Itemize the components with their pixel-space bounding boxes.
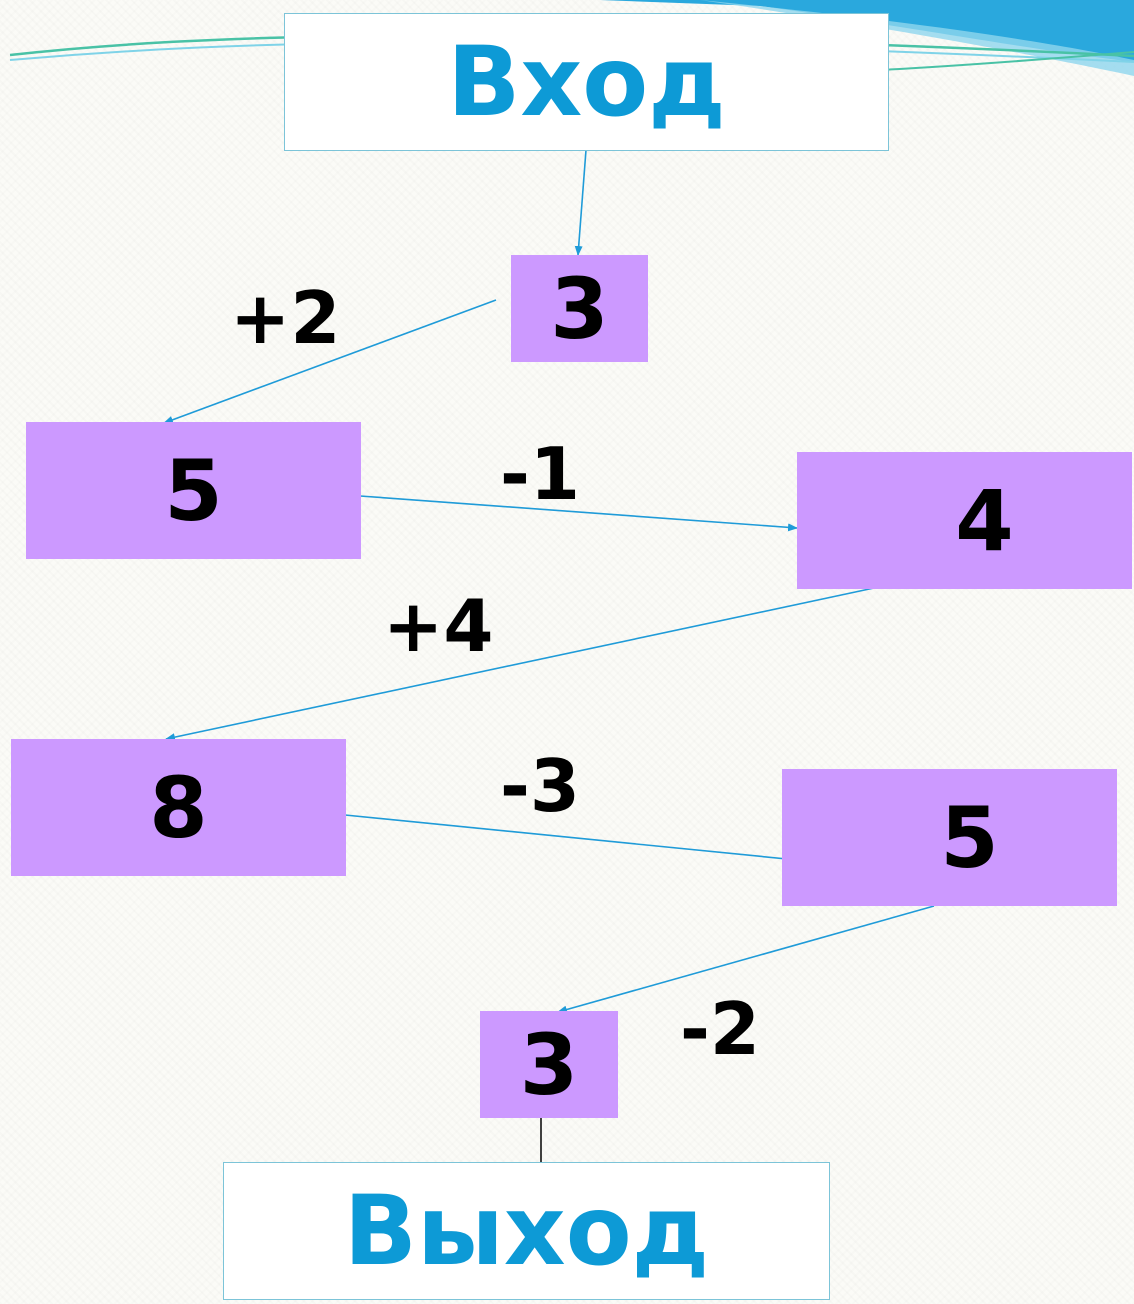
arrow-4-to-8: [165, 587, 875, 742]
operation-label: +2: [230, 276, 341, 360]
value-label: 3: [519, 1015, 579, 1114]
input-label: Вход: [447, 26, 726, 138]
value-label: 3: [550, 259, 609, 358]
value-box-result: 3: [480, 1011, 618, 1118]
arrow-8-to-5: [344, 814, 798, 864]
operation-label: +4: [383, 584, 494, 668]
value-box-step-3: 8: [11, 739, 346, 876]
value-label: 5: [164, 441, 223, 540]
output-label: Выход: [343, 1175, 710, 1287]
arrow-5-to-3: [557, 905, 935, 1014]
value-box-step-4: 5: [782, 769, 1117, 906]
value-label: 5: [940, 788, 999, 887]
output-box: Выход: [223, 1162, 830, 1300]
operation-label: -3: [500, 744, 580, 828]
value-label: 8: [149, 758, 208, 857]
operation-label: -2: [680, 987, 760, 1071]
value-box-step-2: 4: [797, 452, 1132, 589]
input-box: Вход: [284, 13, 889, 151]
arrow-3-to-5: [163, 299, 497, 424]
arrow-input-to-3: [574, 149, 587, 256]
arrow-5-to-4: [359, 495, 798, 532]
operation-label: -1: [500, 432, 580, 516]
value-box-step-1: 5: [26, 422, 361, 559]
value-label: 4: [955, 471, 1014, 570]
value-box-start: 3: [511, 255, 648, 362]
